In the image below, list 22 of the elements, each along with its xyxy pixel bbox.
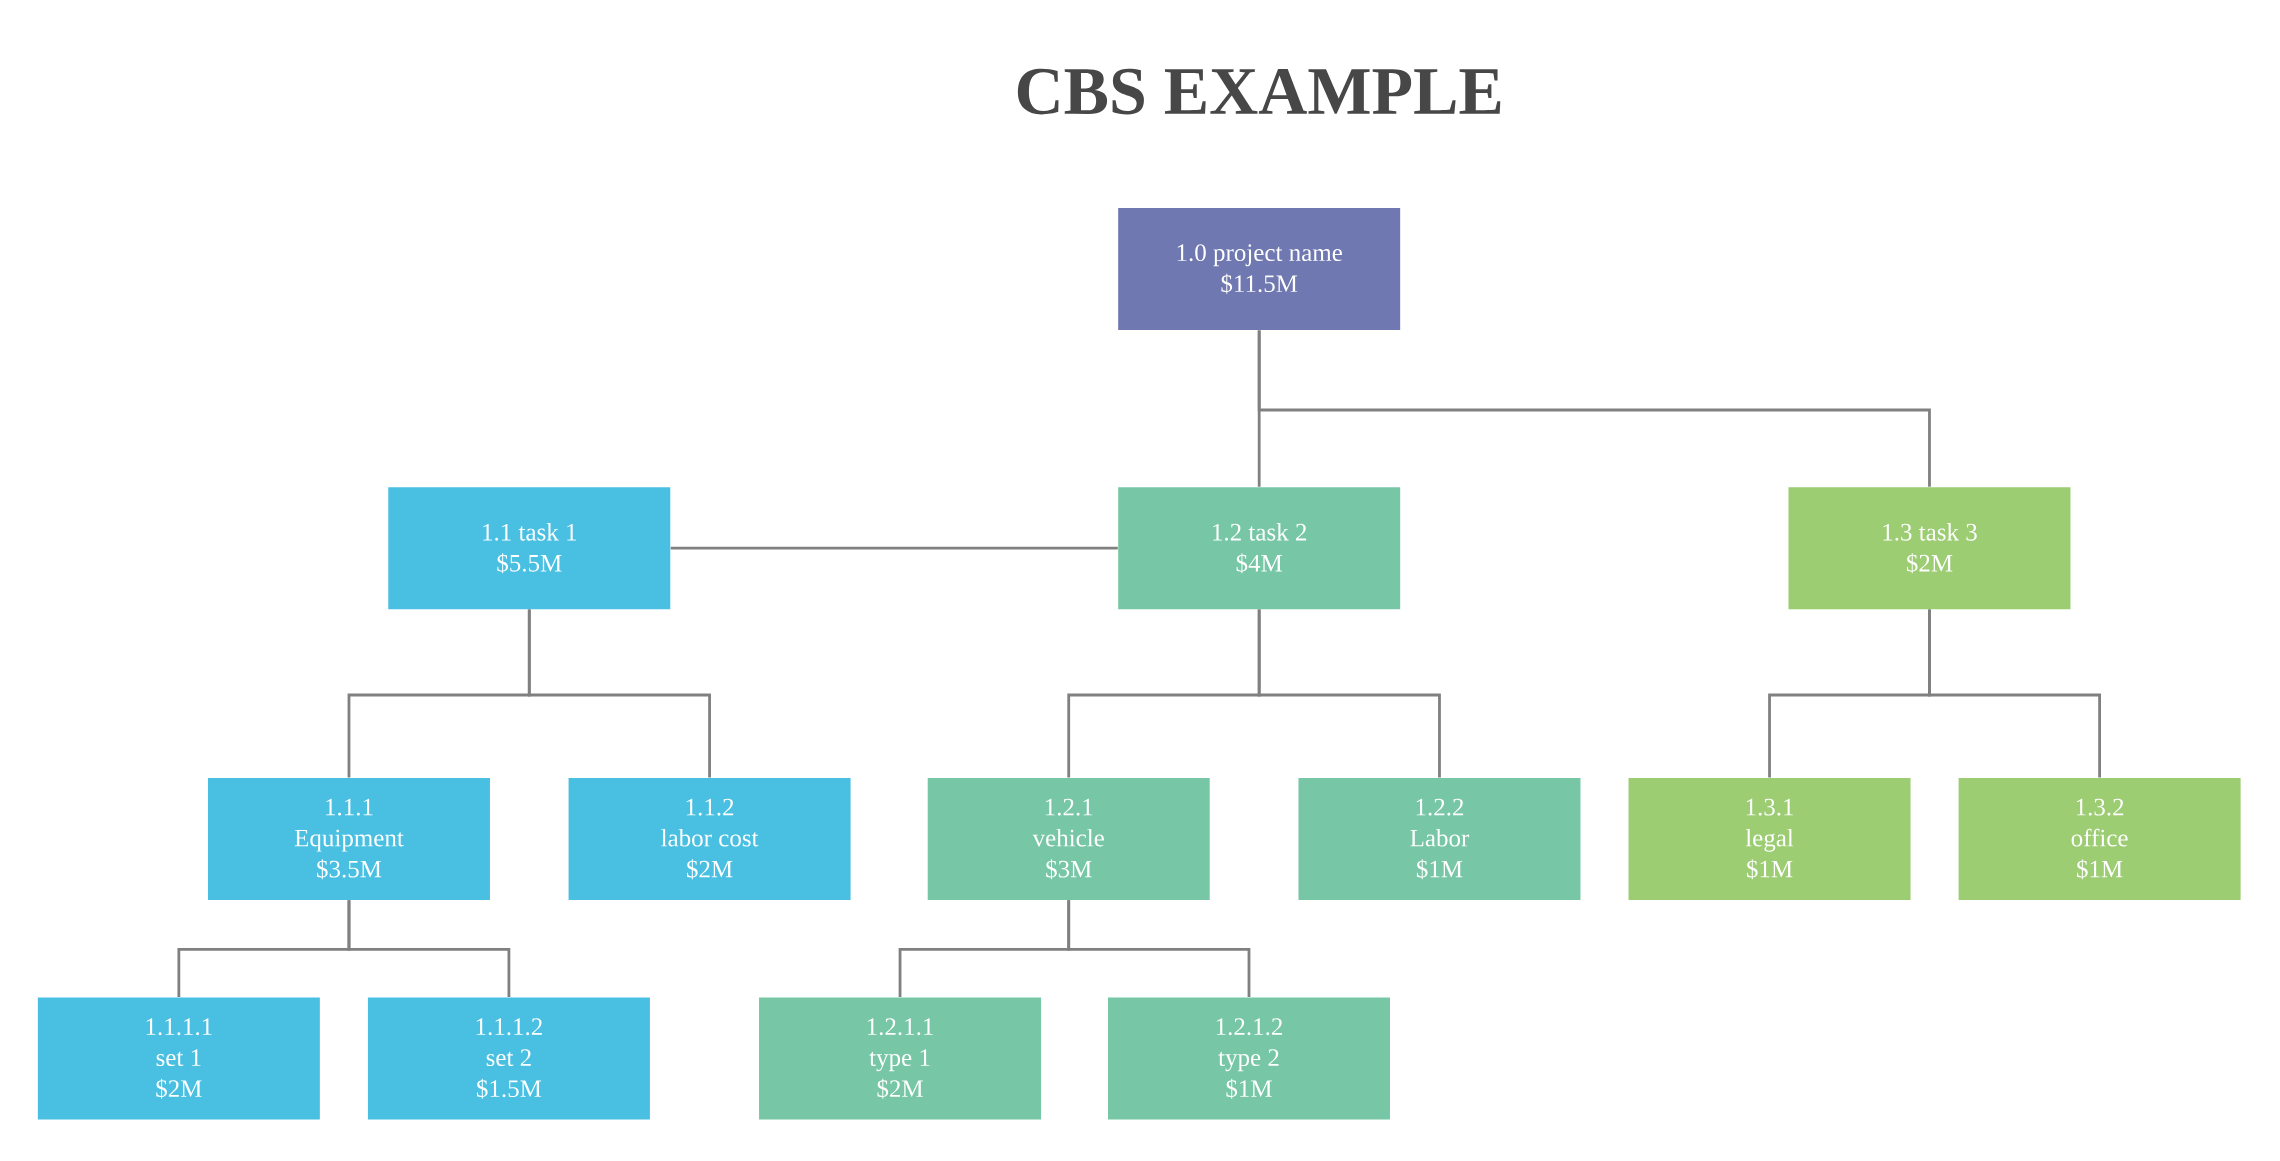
- cost-box: 1.1.1.1 set 1 $2M: [37, 997, 320, 1120]
- cost-box: 1.2.2 Labor $1M: [1298, 777, 1581, 900]
- cost-box: 1.1.2 labor cost $2M: [568, 777, 851, 900]
- connector-line: [527, 609, 711, 778]
- connector-line: [1257, 330, 1931, 487]
- cost-box: 1.3.1 legal $1M: [1628, 777, 1911, 900]
- cost-box: 1.0 project name $11.5M: [1118, 208, 1401, 330]
- cost-box: 1.2.1.1 type 1 $2M: [759, 997, 1042, 1120]
- connector-line: [1257, 609, 1441, 778]
- connector-line: [347, 900, 511, 998]
- connector-line: [670, 546, 1118, 550]
- cost-box: 1.3.2 office $1M: [1958, 777, 2241, 900]
- cost-box: 1.2.1 vehicle $3M: [927, 777, 1210, 900]
- title: CBS EXAMPLE: [1017, 68, 1501, 115]
- cost-box: 1.2 task 2 $4M: [1118, 487, 1401, 610]
- cost-box: 1.1 task 1 $5.5M: [388, 487, 671, 610]
- cost-box: 1.1.1 Equipment $3.5M: [208, 777, 490, 900]
- cost-box: 1.1.1.2 set 2 $1.5M: [367, 997, 650, 1120]
- cost-box: 1.2.1.2 type 2 $1M: [1108, 997, 1390, 1120]
- connector-line: [1928, 609, 2101, 778]
- connector-line: [1067, 900, 1251, 998]
- cost-box: 1.3 task 3 $2M: [1788, 487, 2071, 610]
